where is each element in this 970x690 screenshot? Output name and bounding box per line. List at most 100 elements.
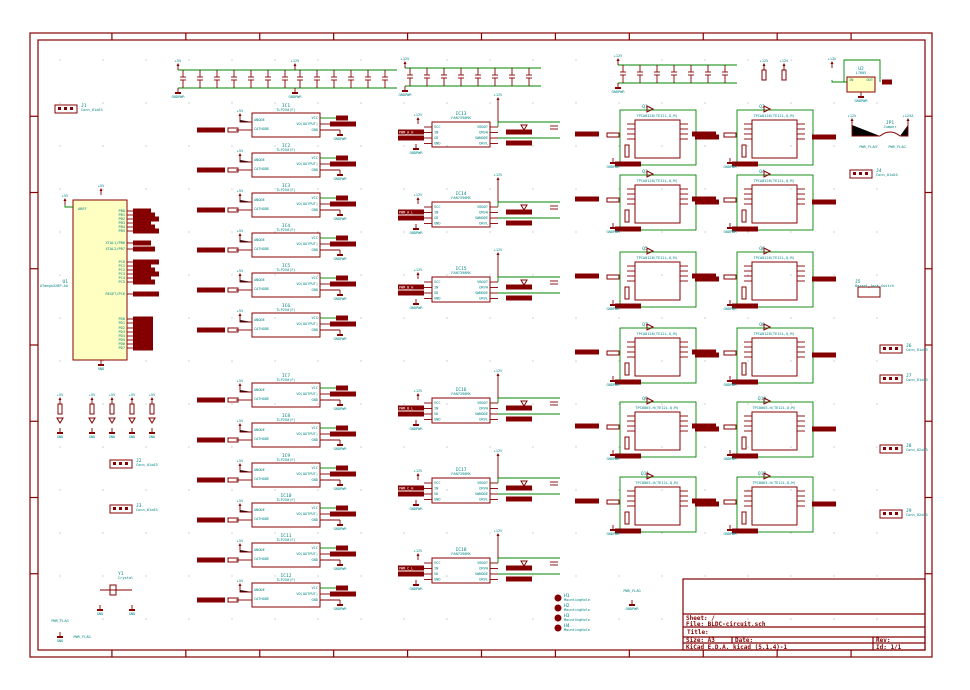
mosfet-body [634, 486, 681, 526]
grid-dot [661, 489, 663, 491]
pin-vboot: VBOOT [477, 280, 489, 284]
connector-pin [58, 107, 61, 110]
gnd-label: GNDPWR [334, 137, 348, 141]
grid-dot [360, 403, 362, 405]
pin-vo: VO(OUTPUT) [296, 322, 318, 326]
grid-dot [274, 274, 276, 276]
grid-dot [876, 446, 878, 448]
gnd-symbol [292, 92, 298, 94]
net-label [133, 220, 151, 226]
grid-dot [747, 489, 749, 491]
grid-dot [833, 59, 835, 61]
power-label: +5V [237, 229, 244, 233]
grid-dot [532, 618, 534, 620]
pin-vcc: VCC [312, 276, 319, 280]
gnd-label: GNDPWR [410, 507, 424, 511]
net-label [336, 465, 348, 471]
pin-line [900, 125, 909, 137]
power-label: +12V [760, 59, 769, 63]
grid-dot [704, 446, 706, 448]
gnd-symbol [97, 609, 103, 611]
power-label: +5V [149, 393, 156, 397]
gate-driver-ic18: IC18FAN7390MXVCCINSDGNDVBOOTDRVHSWNODEDR… [398, 529, 560, 591]
grid-dot [790, 59, 792, 61]
mcu-pin-pd3: PD3 [119, 330, 126, 334]
net-label [197, 287, 225, 293]
net-label [330, 201, 356, 207]
mosfet-value: TPCA8128(TE12L,Q,M) [636, 114, 677, 118]
power-symbol [90, 397, 94, 400]
grid-dot [747, 446, 749, 448]
pin-line [239, 510, 252, 513]
grid-dot [833, 102, 835, 104]
mcu-body [72, 199, 128, 361]
net-label [336, 155, 348, 161]
power-symbol [416, 553, 420, 556]
pin-vo: VO(OUTPUT) [296, 122, 318, 126]
net-label [506, 129, 532, 135]
power-symbol [238, 273, 242, 276]
power-symbol [238, 193, 242, 196]
driver-ref: IC16 [455, 387, 466, 393]
grid-dot [661, 446, 663, 448]
pin-anode: ANODE [254, 468, 265, 472]
net-label [615, 161, 641, 167]
pin-drvl: DRVL [479, 222, 488, 226]
power-label: +5V [237, 109, 244, 113]
grid-dot [489, 618, 491, 620]
pin-drvh: DRVH [479, 407, 488, 411]
regulator-value: L7805 [856, 71, 867, 75]
grid-dot [618, 575, 620, 577]
pin-cathode: CATHODE [254, 597, 269, 601]
driver-value: FAN7390MX [451, 392, 471, 396]
grid-dot [188, 102, 190, 104]
gnd-symbol [610, 380, 616, 382]
wire [619, 174, 697, 231]
grid-dot [833, 489, 835, 491]
grid-dot [618, 489, 620, 491]
gate-driver-ic16: IC16FAN7390MXVCCINSDGNDVBOOTDRVHSWNODEDR… [398, 369, 560, 431]
opto-value: TLP250(F) [276, 498, 295, 502]
resistor [741, 436, 747, 450]
gnd-symbol [109, 432, 115, 434]
mcu-pin-pb5: PB5 [119, 229, 126, 233]
optocoupler-body [251, 462, 321, 488]
connector-pin [859, 172, 862, 175]
net-label-text: PWM_C_H [399, 486, 413, 490]
grid-dot [532, 403, 534, 405]
power-label: +5V [237, 419, 244, 423]
net-label [197, 167, 225, 173]
gnd-label: GNDPWR [334, 407, 348, 411]
power-label: +12V [414, 193, 423, 197]
gnd-symbol [337, 174, 343, 176]
mcu-pin-pc2: PC2 [119, 268, 126, 272]
net-label [398, 129, 424, 135]
net-label [398, 209, 424, 215]
diode-icon [646, 170, 655, 178]
grid-dot [575, 446, 577, 448]
gnd-label: GNDPWR [399, 93, 413, 97]
pin-vo: VO(OUTPUT) [296, 242, 318, 246]
mosfet-ref: Q1 [642, 104, 648, 110]
diode-icon [520, 480, 528, 487]
mosfet-ref: Q12 [758, 471, 767, 477]
grid-dot [188, 489, 190, 491]
optocoupler-ic6: IC6TLP250(F)ANODECATHODEVCCVO(OUTPUT)GND… [197, 303, 356, 341]
connector-body [54, 104, 78, 114]
gnd-label: GNDPWR [626, 607, 640, 611]
connector-pin [125, 462, 128, 465]
grid-dot [876, 231, 878, 233]
gnd-symbol [337, 334, 343, 336]
power-label: +12V [828, 57, 837, 61]
power-label: +12V [780, 59, 789, 63]
connector-pin [113, 462, 116, 465]
wire [64, 205, 73, 208]
power-symbol [403, 61, 407, 64]
resistor [624, 286, 630, 300]
grid-dot [188, 317, 190, 319]
resistor [89, 403, 95, 415]
